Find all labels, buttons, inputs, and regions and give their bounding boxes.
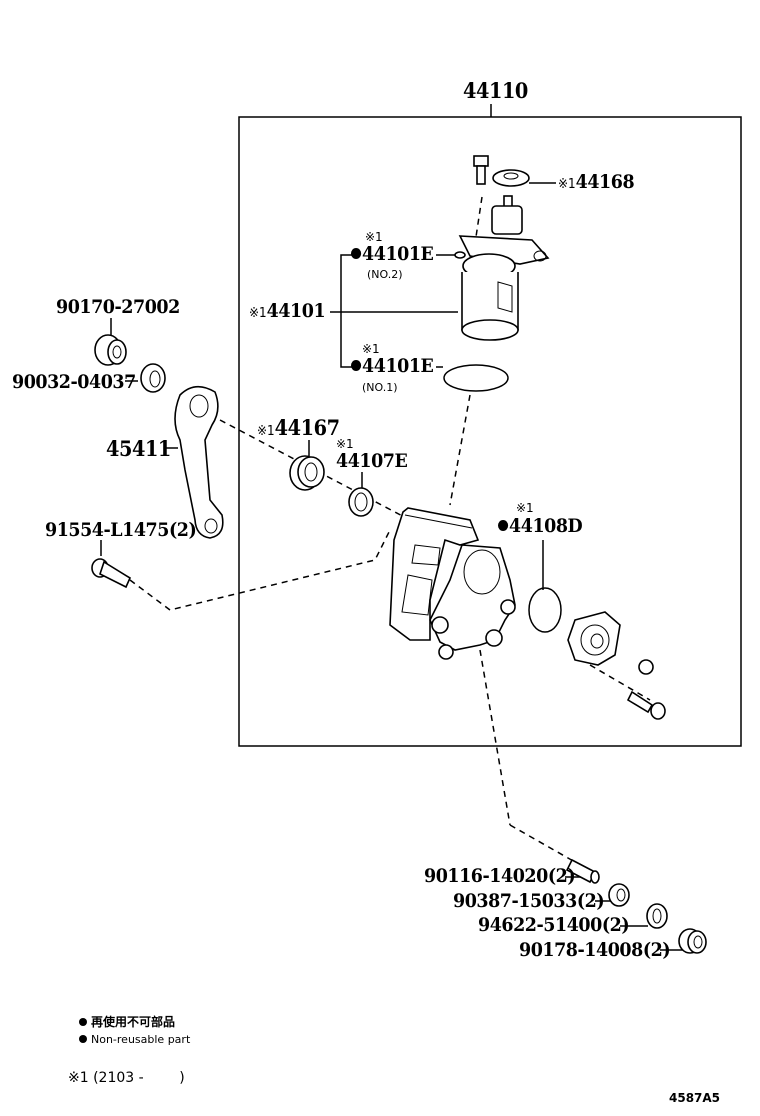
callout-90170-27002[interactable]: 90170-27002 <box>56 296 180 318</box>
callout-44107E[interactable]: 44107E <box>336 450 408 472</box>
callout-94622-51400[interactable]: 94622-51400(2) <box>478 914 630 936</box>
part-number: 44101E <box>362 355 434 377</box>
o-ring-44108D <box>528 587 562 633</box>
note-mark-44101E-no1: ※1 <box>362 342 380 356</box>
nonreusable-dot <box>79 1017 87 1026</box>
end-cover <box>567 611 621 666</box>
callout-44101E-no1[interactable]: 44101E <box>351 355 434 377</box>
part-number: 44167 <box>274 415 340 440</box>
part-number: 44168 <box>575 171 635 193</box>
bracket-44101E <box>340 254 352 368</box>
washer-94622 <box>646 903 668 929</box>
sub-no2: (NO.2) <box>367 268 403 281</box>
dash-cover-to-bolt <box>589 664 651 701</box>
nonreusable-dot <box>351 359 362 371</box>
callout-90387-15033[interactable]: 90387-15033(2) <box>453 890 605 912</box>
diagram-code: 4587A5 <box>669 1091 721 1105</box>
label-44110[interactable]: 44110 <box>463 78 528 103</box>
nonreusable-dot <box>498 519 509 531</box>
note-symbol: ※1 <box>68 1070 89 1086</box>
part-number: 44101 <box>266 300 326 322</box>
callout-44167[interactable]: ※144167 <box>257 417 340 438</box>
seal-44167 <box>289 455 325 491</box>
callout-90178-14008[interactable]: 90178-14008(2) <box>519 939 671 961</box>
callout-91554-L1475[interactable]: 91554-L1475(2) <box>45 519 197 541</box>
note-range: (2103 - ) <box>93 1070 185 1086</box>
dash-stud <box>509 824 576 863</box>
callout-44101[interactable]: ※144101 <box>249 300 326 322</box>
pitman-arm-45411 <box>174 385 224 539</box>
note-mark-44101E-no2: ※1 <box>365 230 383 244</box>
nut-90387 <box>608 883 630 907</box>
note-mark: ※1 <box>257 424 275 439</box>
dash-bolt-to-housing <box>129 529 391 611</box>
washer-90032 <box>140 363 166 393</box>
callout-90116-14020[interactable]: 90116-14020(2) <box>424 865 576 887</box>
note-mark-44108D: ※1 <box>516 501 534 515</box>
seal-44107E <box>348 487 374 517</box>
nonreusable-dot <box>79 1035 87 1043</box>
valve-assembly <box>454 195 550 341</box>
legend-note: ※1 (2103 - ) <box>68 1071 185 1085</box>
note-mark: ※1 <box>249 306 267 321</box>
note-mark-44107E: ※1 <box>336 437 354 451</box>
part-number: 44108D <box>509 515 583 537</box>
cover-bolt <box>626 690 666 720</box>
gear-housing <box>389 507 516 660</box>
small-nut <box>638 659 654 675</box>
nut-90170 <box>94 334 127 366</box>
assembly-boundary <box>238 116 742 747</box>
note-mark: ※1 <box>558 177 576 192</box>
callout-44101E-no2[interactable]: 44101E <box>351 243 434 265</box>
dash-valve-to-housing <box>449 394 471 506</box>
callout-90032-04037[interactable]: 90032-04037 <box>12 371 136 393</box>
bolt-91554 <box>91 558 132 589</box>
cap-44168 <box>492 169 530 187</box>
nonreusable-dot <box>351 247 362 259</box>
dash-arm-to-housing <box>219 419 411 521</box>
o-ring-no1 <box>443 364 509 392</box>
legend-nonreusable-en: Non-reusable part <box>79 1034 190 1045</box>
callout-45411[interactable]: 45411 <box>106 436 171 461</box>
stud-90116 <box>565 858 600 884</box>
legend-nonreusable-jp: 再使用不可部品 <box>79 1016 175 1028</box>
nut-90178 <box>678 928 707 954</box>
top-bolt <box>473 155 489 185</box>
callout-44108D[interactable]: 44108D <box>498 515 583 537</box>
callout-44168[interactable]: ※144168 <box>558 171 635 193</box>
part-number: 44101E <box>362 243 434 265</box>
sub-no1: (NO.1) <box>362 381 398 394</box>
dash-housing-to-stud <box>479 649 511 826</box>
